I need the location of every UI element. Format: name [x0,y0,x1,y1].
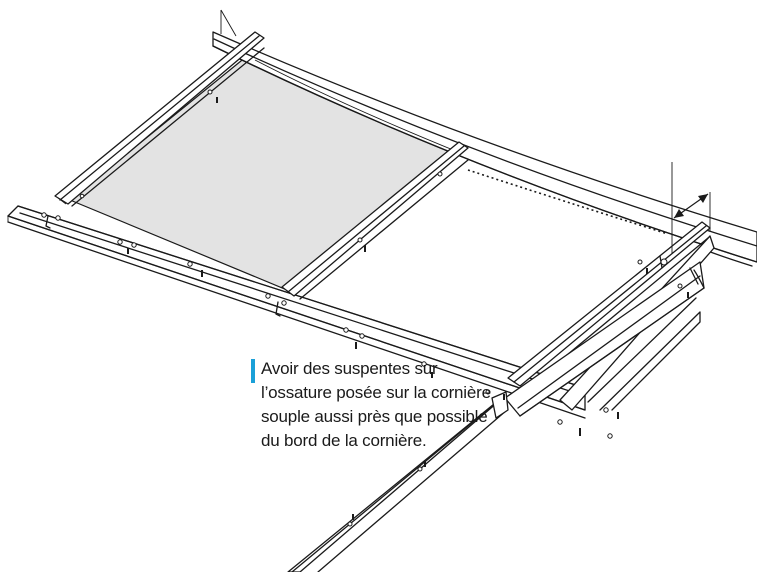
caption-line: l’ossature posée sur la cornière [261,383,491,402]
installation-note: Avoir des suspentes sur l’ossature posée… [251,357,491,453]
main-runner-crossing [287,261,705,572]
caption-line: souple aussi près que possible [261,407,488,426]
caption-text: Avoir des suspentes sur l’ossature posée… [261,357,491,453]
hanger-clips [45,215,668,317]
distance-dimension-arrow [671,162,711,254]
caption-line: du bord de la cornière. [261,431,427,450]
cross-tee-left [54,31,265,207]
caption-line: Avoir des suspentes sur [261,359,438,378]
cross-tee-middle [281,141,469,300]
caption-accent-bar [251,359,255,383]
runner-perforations [41,89,689,527]
flexible-wall-angle [212,9,757,263]
